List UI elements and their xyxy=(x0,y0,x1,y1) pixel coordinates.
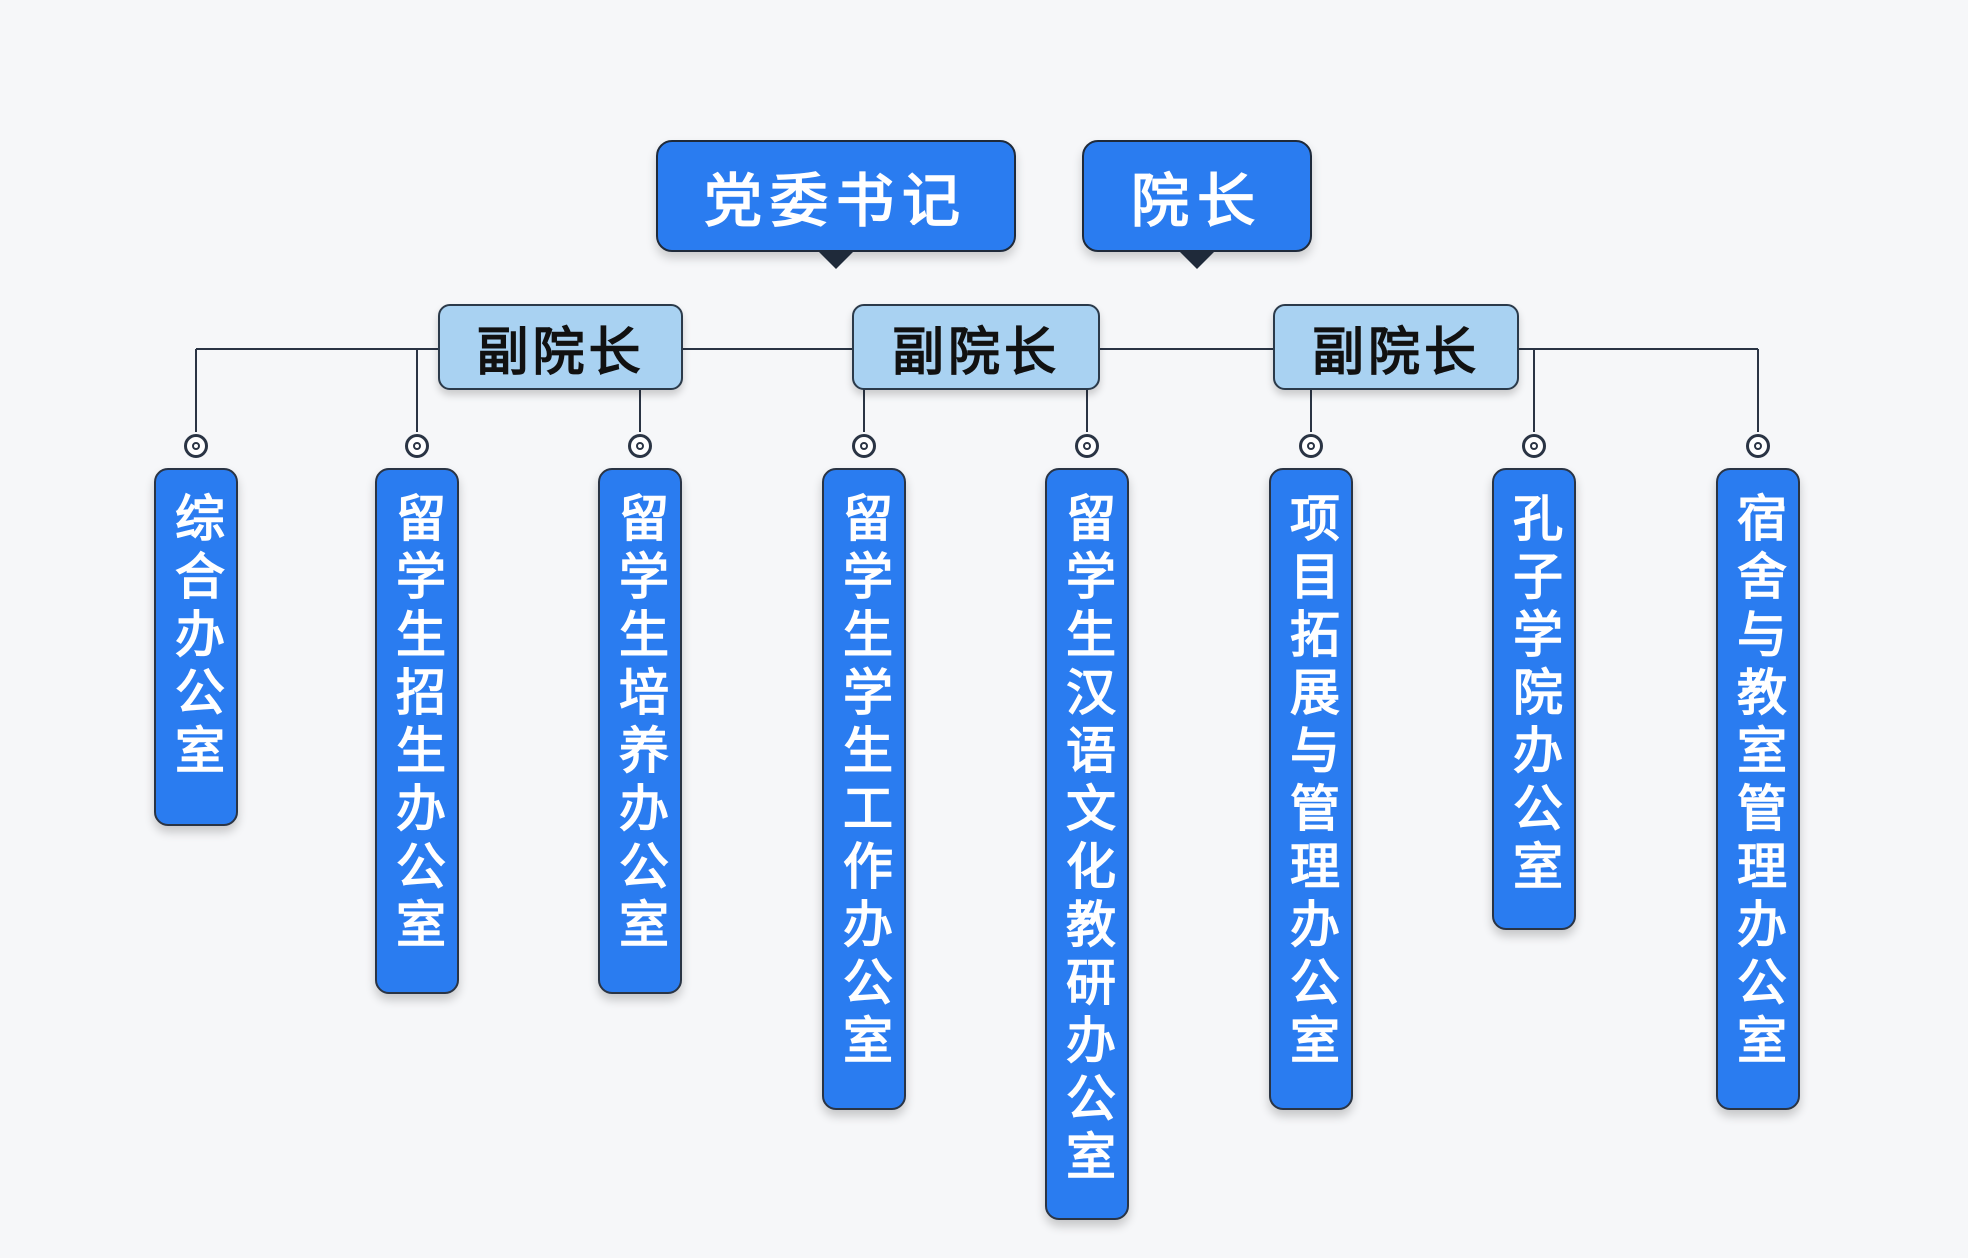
hanger-ring-icon xyxy=(184,434,208,458)
hanger-ring-icon xyxy=(1746,434,1770,458)
hanger-ring-icon xyxy=(628,434,652,458)
office-4: 留学生学生工作办公室 xyxy=(822,434,906,1110)
office-label: 孔子学院办公室 xyxy=(1505,492,1564,898)
hanger-ring-icon xyxy=(852,434,876,458)
office-2: 留学生招生办公室 xyxy=(375,434,459,994)
hanger-ring-icon xyxy=(1075,434,1099,458)
office-8: 宿舍与教室管理办公室 xyxy=(1716,434,1800,1110)
office-label: 项目拓展与管理办公室 xyxy=(1282,492,1341,1072)
vice-president-2: 副院长 xyxy=(852,304,1100,390)
office-3: 留学生培养办公室 xyxy=(598,434,682,994)
vice-president-3: 副院长 xyxy=(1273,304,1519,390)
leader-label: 党委书记 xyxy=(703,167,968,235)
office-label: 宿舍与教室管理办公室 xyxy=(1729,492,1788,1072)
leader-dean: 院长 xyxy=(1082,140,1312,252)
office-label: 留学生学生工作办公室 xyxy=(835,492,894,1072)
vice-president-label: 副院长 xyxy=(1311,321,1480,383)
office-label: 综合办公室 xyxy=(167,492,226,782)
office-label: 留学生汉语文化教研办公室 xyxy=(1058,492,1117,1188)
office-5: 留学生汉语文化教研办公室 xyxy=(1045,434,1129,1220)
vice-president-label: 副院长 xyxy=(476,321,645,383)
vice-president-label: 副院长 xyxy=(891,321,1060,383)
hanger-ring-icon xyxy=(1522,434,1546,458)
hanger-ring-icon xyxy=(405,434,429,458)
office-label: 留学生招生办公室 xyxy=(388,492,447,956)
office-label: 留学生培养办公室 xyxy=(611,492,670,956)
office-7: 孔子学院办公室 xyxy=(1492,434,1576,930)
hanger-ring-icon xyxy=(1299,434,1323,458)
leader-party-secretary: 党委书记 xyxy=(656,140,1016,252)
office-6: 项目拓展与管理办公室 xyxy=(1269,434,1353,1110)
vice-president-1: 副院长 xyxy=(438,304,683,390)
office-1: 综合办公室 xyxy=(154,434,238,826)
leader-label: 院长 xyxy=(1130,167,1263,235)
